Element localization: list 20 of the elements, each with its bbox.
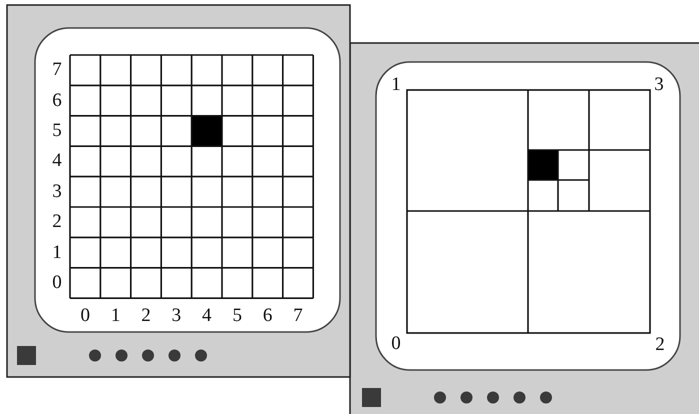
axis-label: 7 (293, 306, 303, 326)
axis-label: 0 (80, 306, 90, 326)
axis-label: 4 (52, 151, 62, 172)
axis-label: 5 (52, 121, 62, 141)
axis-label: 2 (52, 212, 62, 232)
corner-label: 0 (391, 334, 401, 354)
axis-label: 7 (52, 60, 62, 80)
axis-label: 3 (52, 182, 62, 202)
axis-label: 1 (110, 306, 120, 326)
axis-label: 4 (202, 306, 212, 326)
axis-label: 2 (141, 306, 151, 326)
axis-label: 6 (262, 306, 272, 326)
corner-label: 3 (654, 75, 664, 95)
axis-label: 3 (172, 306, 182, 326)
axis-label: 5 (232, 306, 242, 326)
axis-label: 1 (52, 242, 62, 263)
corner-label: 1 (391, 75, 401, 95)
axis-label: 0 (52, 273, 62, 293)
axis-label: 6 (52, 90, 62, 111)
corner-label: 2 (655, 335, 665, 355)
